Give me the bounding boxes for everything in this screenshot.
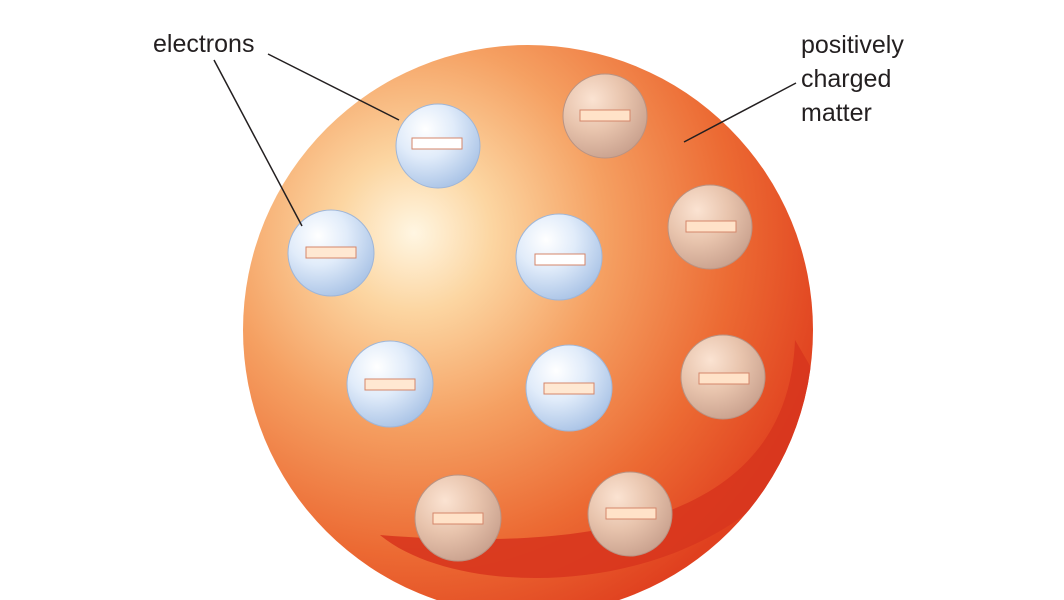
electron xyxy=(562,73,648,159)
minus-sign xyxy=(305,246,357,259)
electron xyxy=(515,213,603,301)
electron xyxy=(667,184,753,270)
electrons-leader-to-top-electron xyxy=(267,53,400,121)
leader-lines xyxy=(213,53,797,227)
minus-sign xyxy=(411,137,463,150)
minus-sign xyxy=(605,507,657,520)
minus-sign xyxy=(534,253,586,266)
electrons-label: electrons xyxy=(153,30,254,58)
electron xyxy=(346,340,434,428)
minus-sign xyxy=(432,512,484,525)
electron xyxy=(525,344,613,432)
electron xyxy=(414,474,502,562)
minus-sign xyxy=(579,109,631,122)
minus-sign xyxy=(543,382,595,395)
electrons-leader-to-left-electron xyxy=(213,59,303,227)
positive-matter-leader xyxy=(683,82,797,143)
electron xyxy=(395,103,481,189)
electron xyxy=(680,334,766,420)
positive-matter-label-line1: positively xyxy=(801,31,904,59)
positive-matter-label-line2: charged xyxy=(801,65,891,93)
electron xyxy=(287,209,375,297)
positive-matter-label-line3: matter xyxy=(801,99,872,127)
electron xyxy=(587,471,673,557)
minus-sign xyxy=(698,372,750,385)
positive-sphere xyxy=(243,45,813,600)
sphere-shadow-crescent xyxy=(380,340,813,579)
minus-sign xyxy=(364,378,416,391)
minus-sign xyxy=(685,220,737,233)
electrons-group xyxy=(287,73,766,562)
positive-matter-label: positively charged matter xyxy=(801,31,911,127)
